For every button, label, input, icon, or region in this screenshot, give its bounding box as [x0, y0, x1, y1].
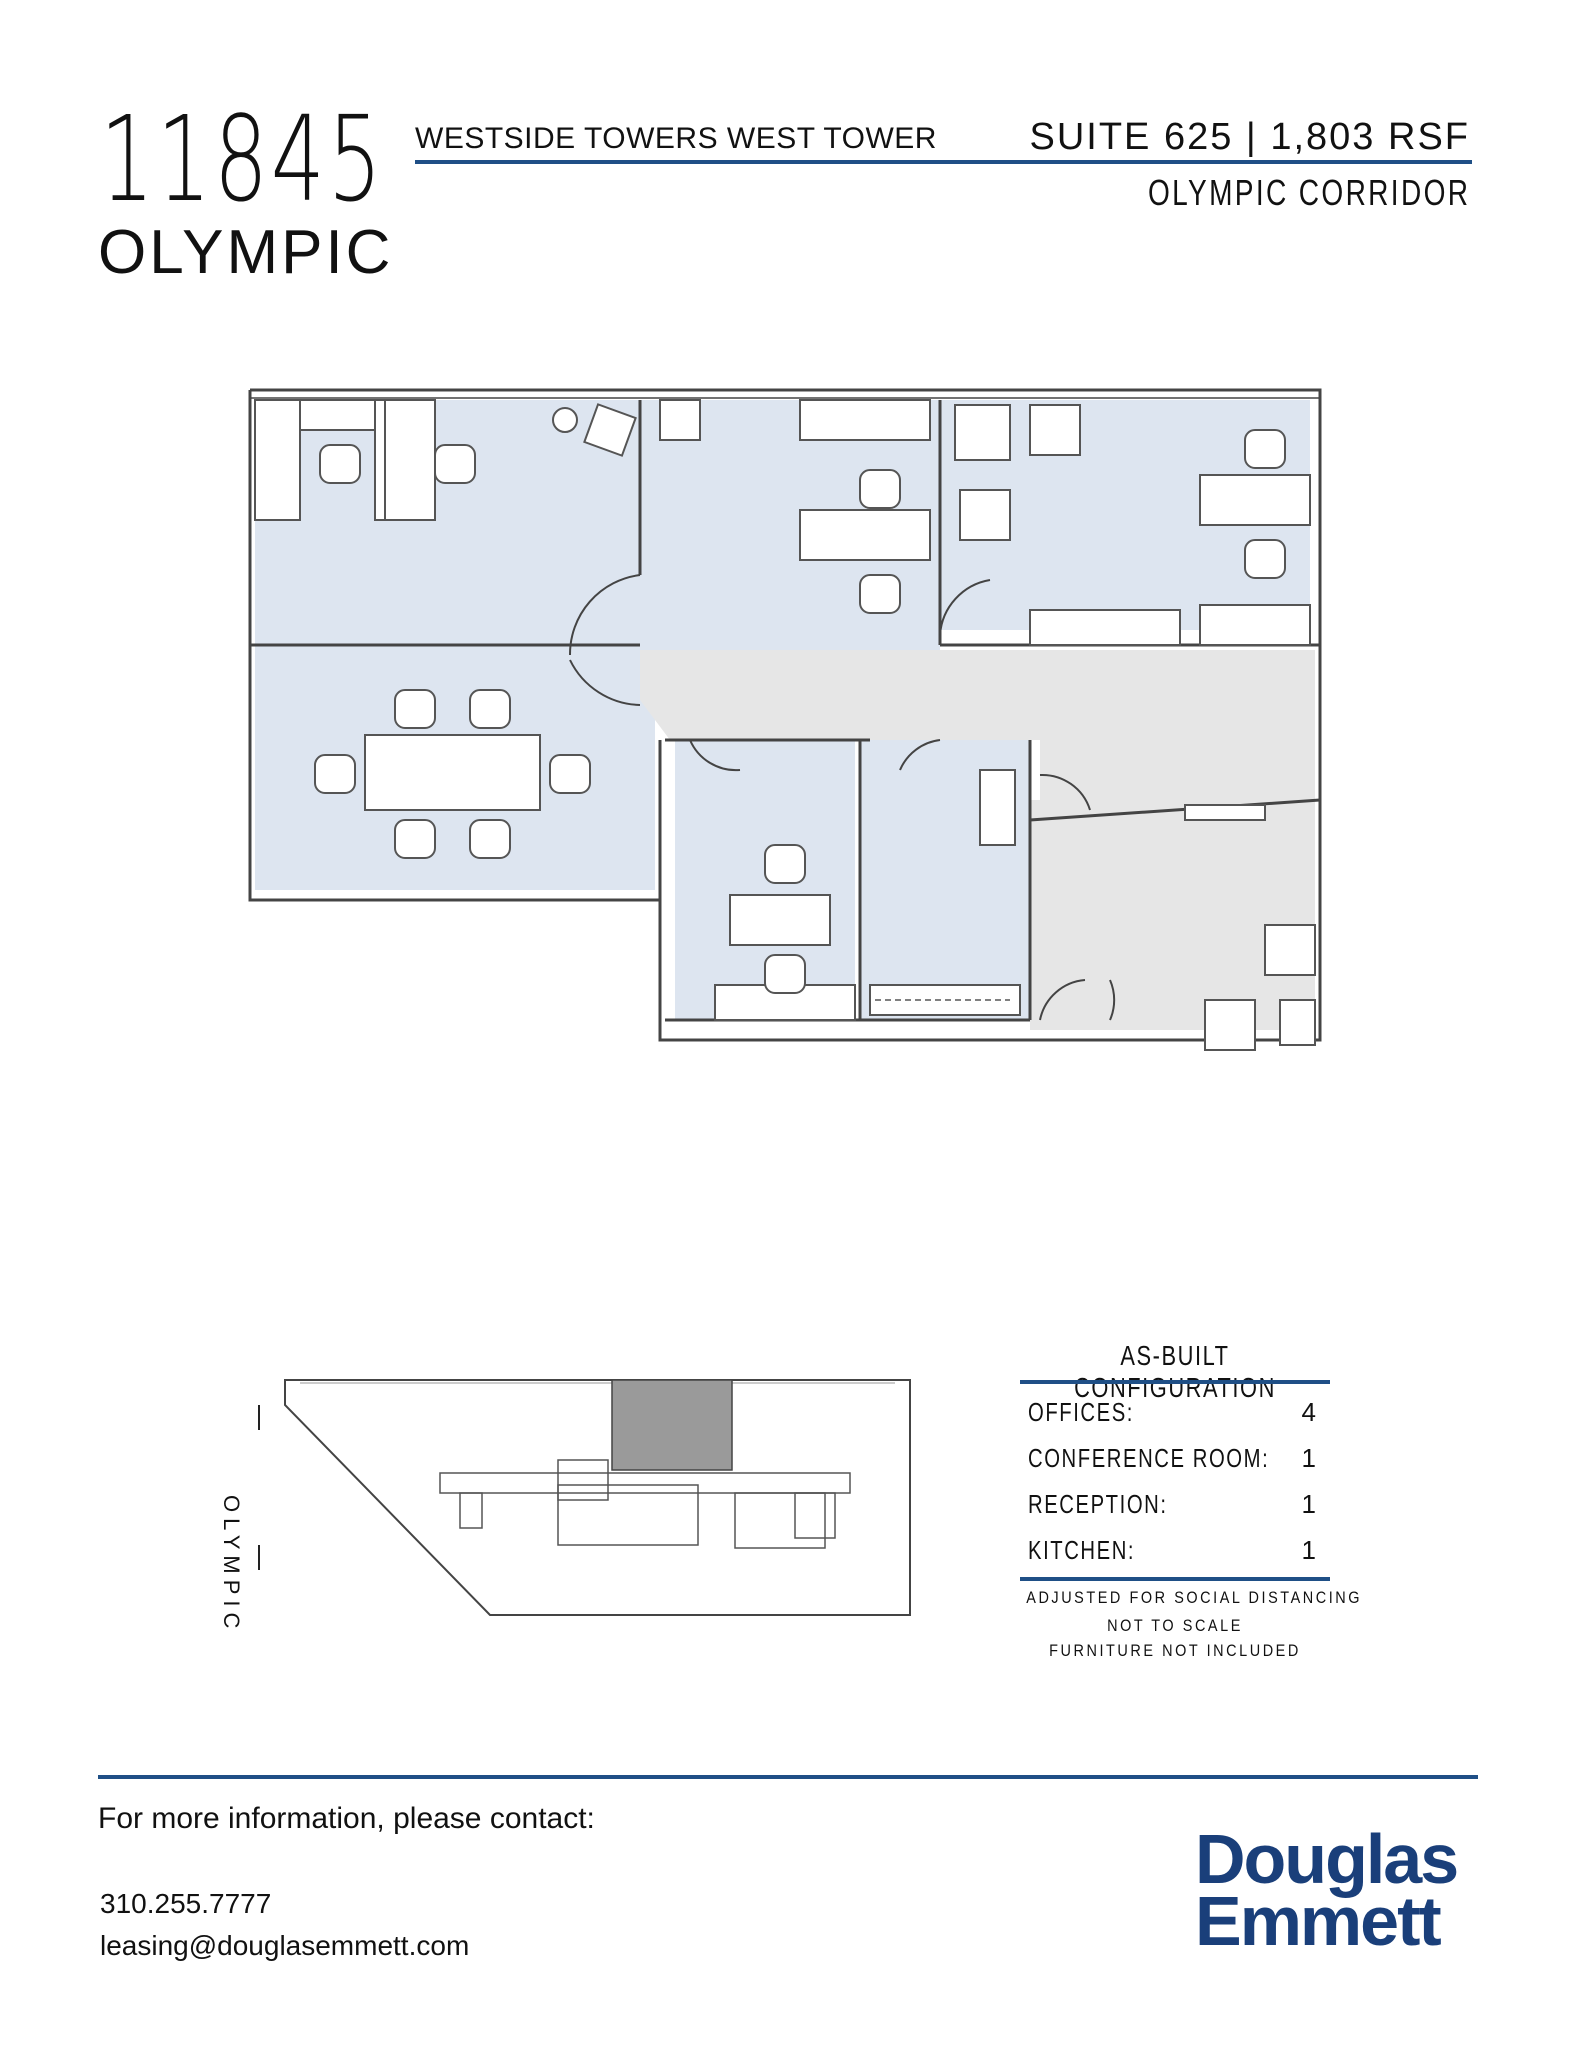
- note-not-to-scale: NOT TO SCALE: [1107, 1616, 1243, 1635]
- logo-line-1: Douglas: [1195, 1820, 1459, 1898]
- note-social-distancing: ADJUSTED FOR SOCIAL DISTANCING: [1026, 1588, 1363, 1607]
- keyplan-street-label: OLYMPIC: [219, 1495, 244, 1635]
- suite-info: SUITE 625 | 1,803 RSF: [1029, 116, 1470, 158]
- floor-plan: [248, 388, 1322, 1051]
- config-row-offices: OFFICES: 4: [1028, 1397, 1318, 1427]
- note-furniture: FURNITURE NOT INCLUDED: [1049, 1641, 1301, 1660]
- suite-highlight: [611, 1379, 733, 1471]
- door-swings: [568, 574, 1116, 1021]
- address-street: OLYMPIC: [98, 218, 394, 287]
- contact-email[interactable]: leasing@douglasemmett.com: [100, 1930, 470, 1961]
- logo-line-2: Emmett: [1195, 1882, 1442, 1960]
- address-number: 11845: [100, 90, 385, 228]
- building-name: WESTSIDE TOWERS WEST TOWER: [415, 122, 937, 155]
- building-outline: [284, 1379, 911, 1616]
- configuration-rule-bottom: [1020, 1577, 1330, 1581]
- chairs: [314, 429, 1286, 994]
- key-plan: [258, 1379, 911, 1616]
- config-row-reception: RECEPTION: 1: [1028, 1489, 1318, 1519]
- submarket-label: OLYMPIC CORRIDOR: [1147, 172, 1470, 213]
- config-row-kitchen: KITCHEN: 1: [1028, 1535, 1318, 1565]
- douglas-emmett-logo: Douglas Emmett: [1195, 1820, 1459, 1960]
- header-rule: [415, 160, 1472, 164]
- contact-phone[interactable]: 310.255.7777: [100, 1888, 272, 1919]
- configuration-rule-top: [1020, 1380, 1330, 1384]
- footer-rule: [98, 1775, 1478, 1779]
- config-row-conference: CONFERENCE ROOM: 1: [1028, 1443, 1318, 1473]
- furniture: [254, 399, 1316, 1051]
- corridor-fills: [640, 650, 1315, 1030]
- core-block: [439, 1459, 851, 1549]
- contact-prompt: For more information, please contact:: [98, 1802, 595, 1835]
- configuration-title: AS-BUILT CONFIGURATION: [1074, 1340, 1276, 1403]
